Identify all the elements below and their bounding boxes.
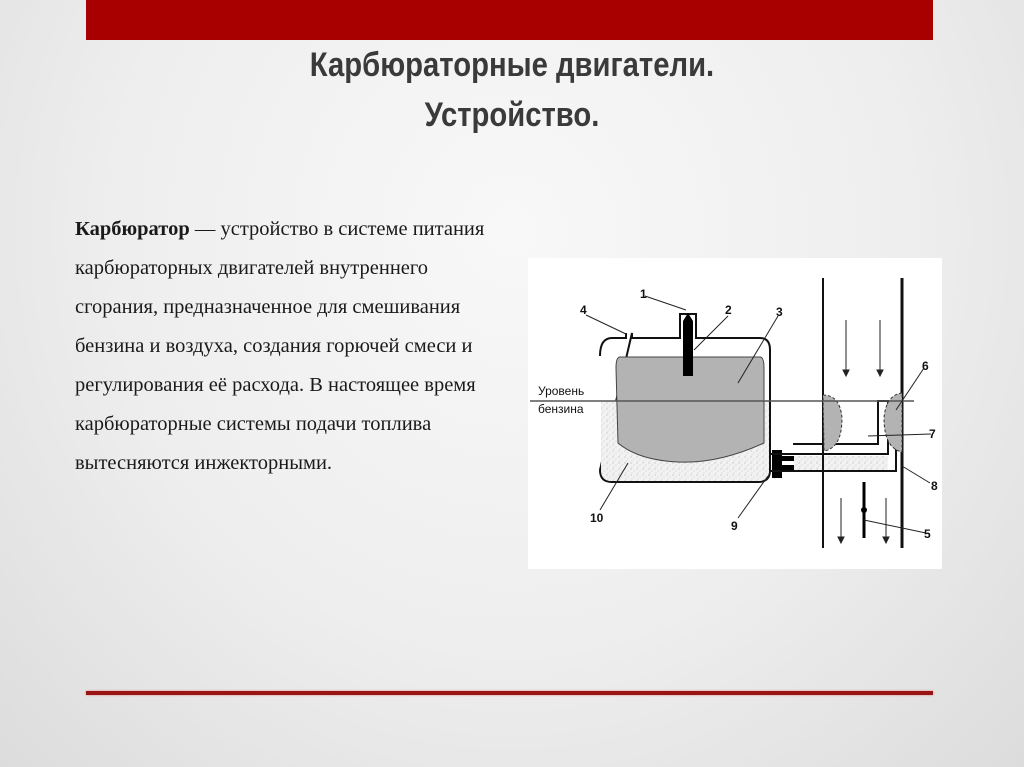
bottom-accent-line — [86, 691, 933, 695]
slide-title: Карбюраторные двигатели. Устройство. — [72, 40, 953, 140]
label-2: 2 — [725, 303, 732, 317]
title-line-2: Устройство. — [424, 96, 600, 134]
label-4: 4 — [580, 303, 587, 317]
definition-text: — устройство в системе питания карбюрато… — [75, 218, 485, 474]
definition-paragraph: Карбюратор — устройство в системе питани… — [75, 210, 515, 483]
carburetor-diagram-svg: Уровень бензина 1 2 3 4 5 6 7 8 9 10 — [530, 278, 938, 548]
label-1: 1 — [640, 287, 647, 301]
label-8: 8 — [931, 479, 938, 493]
label-7: 7 — [929, 427, 936, 441]
title-line-1: Карбюраторные двигатели. — [309, 46, 715, 84]
label-9: 9 — [731, 519, 738, 533]
label-5: 5 — [924, 527, 931, 541]
label-3: 3 — [776, 305, 783, 319]
level-label-line-2: бензина — [538, 402, 584, 416]
defined-term: Карбюратор — [75, 218, 190, 240]
top-accent-bar — [86, 0, 933, 40]
carburetor-diagram: Уровень бензина 1 2 3 4 5 6 7 8 9 10 — [528, 258, 942, 569]
label-6: 6 — [922, 359, 929, 373]
label-10: 10 — [590, 511, 604, 525]
level-label-line-1: Уровень — [538, 384, 584, 398]
